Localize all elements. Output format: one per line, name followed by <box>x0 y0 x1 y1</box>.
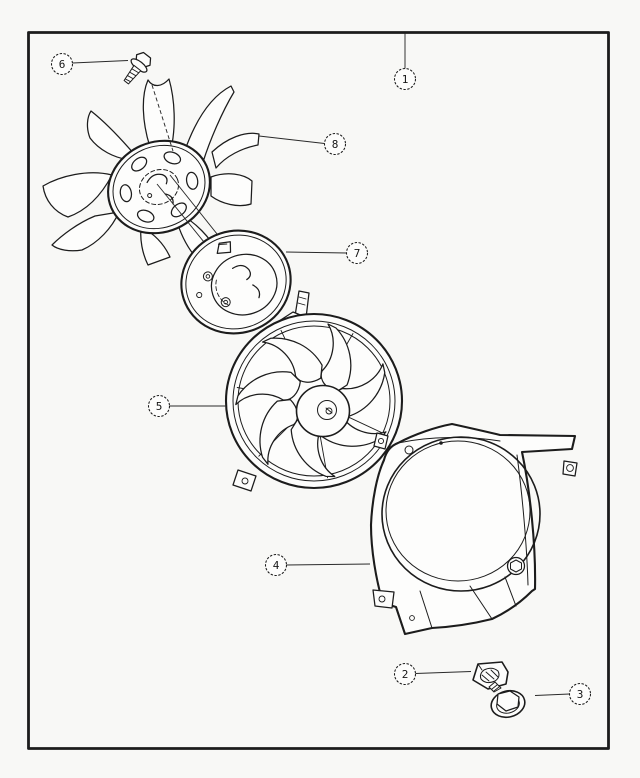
fan-mount-tab <box>373 432 389 450</box>
leader-line <box>415 671 472 674</box>
leader-line <box>534 693 570 696</box>
shroud-tab <box>562 460 578 477</box>
mechanical-fan-blade-assembly <box>42 78 260 269</box>
fan-mount-tab <box>232 469 257 492</box>
callout-number: 8 <box>332 138 339 151</box>
callout-6: 6 <box>50 52 129 76</box>
retainer-clip <box>472 661 509 690</box>
callout-circle <box>264 553 288 577</box>
fan-shroud <box>369 422 578 636</box>
fan-mount-bolt <box>123 51 152 85</box>
callout-1: 1 <box>393 33 417 91</box>
callout-number: 2 <box>402 668 409 681</box>
callout-number: 4 <box>273 559 280 572</box>
callout-2: 2 <box>393 662 472 686</box>
callout-4: 4 <box>264 553 371 577</box>
callout-number: 5 <box>156 400 163 413</box>
shroud-face-bolt <box>506 556 526 576</box>
callout-circle <box>393 662 417 686</box>
bolt-axis-dashed <box>151 84 174 152</box>
callout-3: 3 <box>534 682 592 706</box>
callout-number: 7 <box>354 247 361 260</box>
callout-7: 7 <box>285 241 369 265</box>
shroud-foot <box>372 589 395 609</box>
callout-circle <box>345 241 369 265</box>
callout-circle <box>147 394 171 418</box>
callout-8: 8 <box>258 132 347 156</box>
callout-number: 3 <box>577 688 584 701</box>
callout-circle <box>50 52 74 76</box>
fan-hub <box>295 384 351 438</box>
leader-line <box>285 251 347 254</box>
callouts: 1 2 3 4 5 6 7 <box>50 33 592 706</box>
leader-line <box>72 60 129 64</box>
leader-line <box>258 135 325 144</box>
callout-circle <box>323 132 347 156</box>
fan-clutch <box>180 229 292 335</box>
callout-5: 5 <box>147 394 226 418</box>
callout-number: 1 <box>402 73 409 86</box>
leader-line <box>286 563 371 566</box>
electric-fan-module <box>224 290 404 492</box>
callout-circle <box>393 67 417 91</box>
callout-number: 6 <box>59 58 66 71</box>
callout-circle <box>568 682 592 706</box>
shroud-bolt <box>488 681 526 719</box>
figure-border <box>27 31 610 750</box>
